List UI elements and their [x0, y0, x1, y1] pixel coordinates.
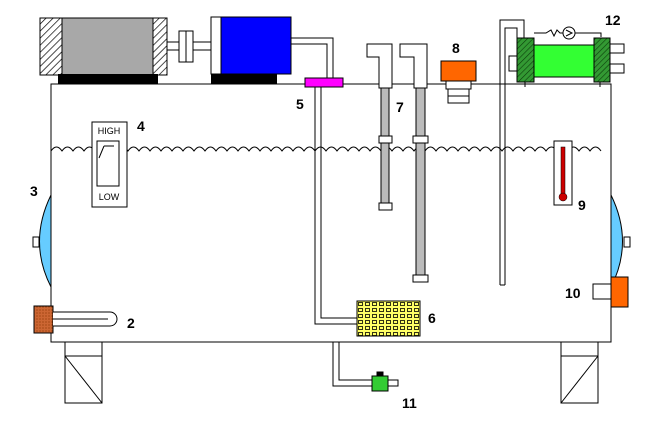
level-high-label: HIGH	[98, 126, 121, 136]
return-line-long	[399, 43, 429, 283]
hydraulic-pump	[210, 16, 292, 84]
callout-10: 10	[565, 285, 581, 301]
callout-5: 5	[296, 96, 304, 112]
electric-motor	[39, 17, 168, 84]
callout-8: 8	[452, 40, 460, 56]
thermometer	[553, 140, 573, 206]
immersion-heater	[33, 305, 118, 334]
drain-plug	[592, 276, 629, 308]
callout-9: 9	[578, 197, 586, 213]
cooler-return-line	[499, 19, 525, 286]
level-indicator	[91, 121, 128, 208]
suction-line	[291, 37, 334, 78]
drain-valve	[332, 342, 399, 392]
oil-cooler	[508, 37, 625, 87]
callout-6: 6	[428, 310, 436, 326]
callout-12: 12	[605, 12, 621, 28]
oil-level-line	[50, 146, 602, 152]
callout-3: 3	[30, 183, 38, 199]
reservoir-tank	[50, 83, 612, 343]
callout-11: 11	[402, 395, 417, 411]
inspection-window-right	[610, 194, 631, 288]
shutoff-valve	[304, 77, 344, 88]
shaft-coupling	[166, 30, 212, 63]
callout-7: 7	[396, 99, 404, 115]
callout-2: 2	[127, 315, 135, 331]
filler-breather-cap	[440, 60, 477, 104]
suction-filter	[356, 300, 421, 337]
return-line-short	[366, 43, 393, 211]
tank-leg-right	[560, 340, 599, 404]
level-low-label: LOW	[99, 192, 120, 202]
callout-4: 4	[137, 118, 145, 134]
inspection-window-left	[32, 194, 52, 288]
tank-leg-left	[64, 340, 103, 404]
